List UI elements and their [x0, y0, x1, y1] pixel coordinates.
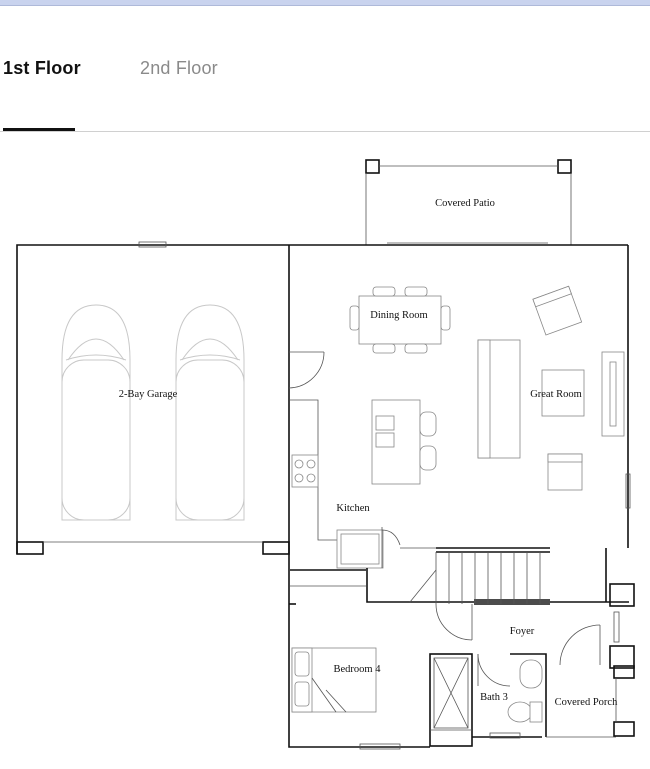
exterior-walls	[16, 241, 631, 750]
dining-table	[349, 286, 451, 354]
covered-porch-area	[546, 665, 635, 738]
great-room-furniture	[477, 285, 625, 491]
label-garage: 2-Bay Garage	[119, 389, 178, 400]
kitchen-fixtures	[290, 399, 437, 569]
garage-entry-door	[288, 351, 325, 389]
coffee-table	[541, 369, 585, 417]
active-tab-indicator	[3, 128, 75, 131]
label-bath-3: Bath 3	[480, 692, 508, 703]
east-window	[625, 473, 631, 509]
stairs	[290, 527, 629, 605]
sink	[519, 659, 543, 689]
foyer-area	[435, 548, 635, 669]
label-kitchen: Kitchen	[336, 503, 370, 514]
garage-pier-left	[16, 541, 44, 555]
patio-post-right	[557, 159, 572, 174]
toilet	[507, 701, 533, 723]
label-covered-porch: Covered Porch	[555, 697, 618, 708]
floor-tabs: 1st Floor 2nd Floor	[0, 0, 650, 133]
label-foyer: Foyer	[510, 626, 535, 637]
label-bedroom-4: Bedroom 4	[334, 664, 382, 675]
label-covered-patio: Covered Patio	[435, 198, 495, 209]
cooktop	[291, 454, 319, 488]
tab-1st-floor[interactable]: 1st Floor	[3, 58, 81, 78]
top-strip	[0, 0, 650, 6]
tab-2nd-floor[interactable]: 2nd Floor	[140, 58, 218, 78]
bedroom-4-area	[289, 603, 377, 713]
shower	[429, 653, 473, 747]
garage-pier-right	[262, 541, 290, 555]
label-great-room: Great Room	[530, 389, 582, 400]
south-window	[359, 743, 401, 750]
patio-post-left	[365, 159, 380, 174]
bath-3-area	[429, 653, 547, 747]
garage-window	[138, 241, 167, 248]
tab-divider	[0, 131, 650, 132]
covered-patio-area	[365, 159, 572, 245]
floor-plan: Covered Patio Dining Room Great Room 2-B…	[16, 159, 635, 750]
label-dining-room: Dining Room	[370, 310, 427, 321]
garage-cars	[61, 304, 245, 521]
